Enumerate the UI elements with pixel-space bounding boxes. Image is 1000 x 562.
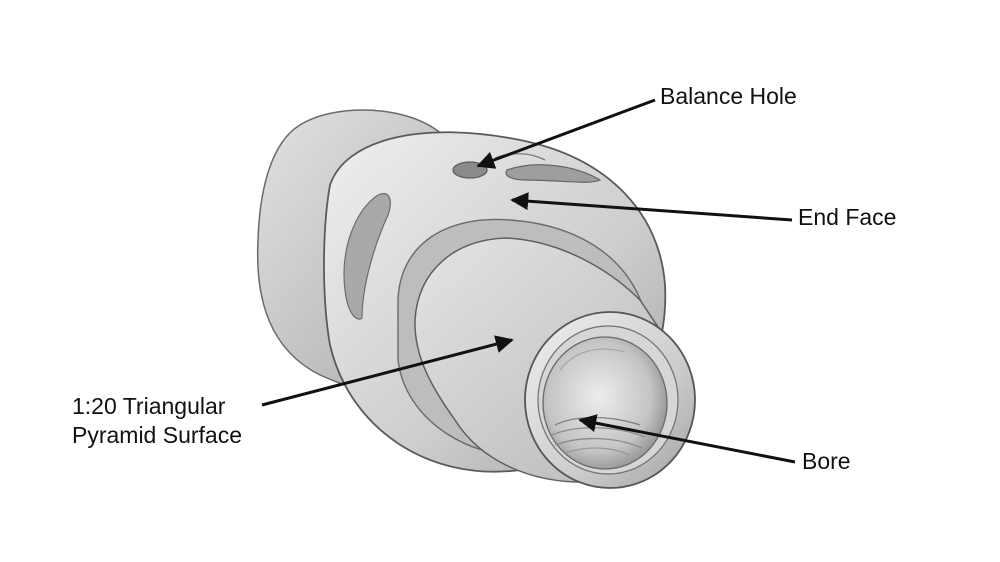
end-face-label: End Face: [798, 204, 897, 230]
end-face-arrow: [510, 192, 793, 222]
front-face: [524, 311, 696, 489]
pyramid-surface-label-line-1: 1:20 Triangular: [72, 393, 226, 419]
pyramid-surface-label-line-2: Pyramid Surface: [72, 422, 243, 448]
bore-label: Bore: [802, 448, 851, 474]
bore-opening: [542, 336, 668, 470]
pyramid-surface-arrow: [261, 335, 514, 407]
leader-arrows: [261, 98, 796, 464]
end-face-slot: [505, 164, 602, 183]
pyramid-surface-label: 1:20 Triangular Pyramid Surface: [72, 392, 242, 450]
bore-arrow: [578, 414, 796, 464]
balance-hole-label: Balance Hole: [660, 83, 797, 109]
flange-slot: [343, 193, 391, 320]
balance-hole-arrow: [476, 98, 656, 169]
